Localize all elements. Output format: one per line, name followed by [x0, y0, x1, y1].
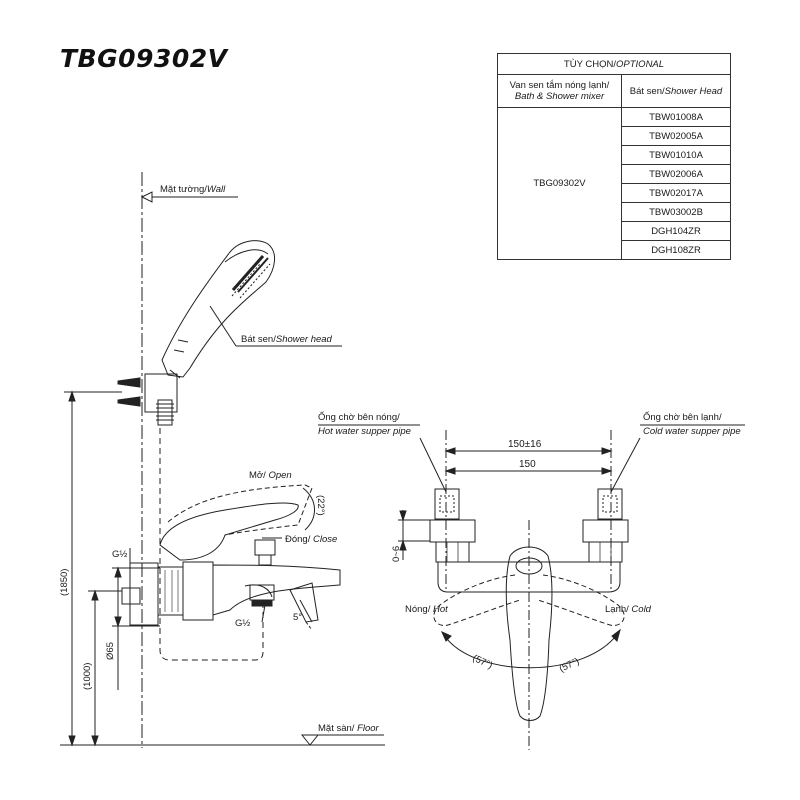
hot-pipe-label-en: Hot water supper pipe	[318, 426, 411, 437]
cold-pipe-label-en: Cold water supper pipe	[643, 426, 741, 437]
wall-screw-icon	[117, 377, 141, 407]
dim-65-label: Ø65	[105, 642, 116, 660]
arrow-icon	[444, 447, 456, 455]
wall-label: Mặt tường/Wall	[160, 184, 226, 195]
handle-hot-position	[433, 574, 521, 626]
cold-pipe-leader	[610, 437, 641, 493]
hot-hex-nut	[435, 541, 470, 563]
options-table: TÙY CHỌN/OPTIONAL Van sen tắm nóng lạnh/…	[497, 53, 731, 260]
handle-closed	[159, 502, 299, 561]
arrow-icon	[91, 735, 99, 747]
dim-1000-label: (1000)	[82, 663, 93, 690]
handle-front-closed	[505, 546, 553, 721]
arrow-icon	[114, 566, 122, 578]
arrow-icon	[68, 735, 76, 747]
cold-escutcheon	[582, 519, 629, 543]
hot-pipe-inner	[439, 495, 455, 513]
angle-right-label: (57°)	[558, 656, 581, 675]
wall-plate	[129, 562, 159, 626]
inlet-nut	[121, 587, 141, 605]
cold-label: Lạnh/ Cold	[605, 604, 652, 615]
arrow-icon	[91, 589, 99, 601]
shower-head-label: Bát sen/Shower head	[241, 334, 333, 345]
arrow-icon	[399, 539, 407, 551]
hot-pipe-nut	[434, 488, 460, 520]
dim-1850-label: (1850)	[59, 569, 70, 596]
dim-150-label: 150	[519, 459, 536, 470]
spout-angle-line	[299, 599, 313, 623]
hand-shower	[161, 240, 275, 379]
cold-hex-nut	[588, 541, 623, 563]
rotation-arc	[441, 629, 621, 669]
shower-hose	[159, 428, 264, 661]
open-angle-arc	[302, 487, 315, 531]
dim-150-16-label: 150±16	[508, 439, 542, 450]
thread-bottom-label: G½	[235, 618, 250, 629]
dim-0-6-label: 0~6	[391, 546, 402, 562]
hose-thread	[156, 403, 174, 421]
arrow-icon	[441, 631, 452, 642]
hot-pipe-label: Ống chờ bên nóng/	[318, 411, 400, 423]
open-label: Mở/ Open	[249, 470, 292, 481]
arrow-icon	[114, 616, 122, 628]
column-mixer-header: Van sen tắm nóng lạnh/Bath & Shower mixe…	[497, 74, 622, 108]
arrow-icon	[444, 467, 456, 475]
hot-escutcheon	[429, 519, 476, 543]
floor-label: Mặt sàn/ Floor	[318, 723, 380, 734]
close-label: Đóng/ Close	[285, 534, 337, 545]
angle-left-label: (57°)	[471, 653, 494, 672]
arrow-icon	[611, 628, 621, 642]
open-angle-label: (22°)	[315, 495, 326, 516]
spout-angle-label: 5°	[293, 612, 302, 623]
arrow-icon	[399, 510, 407, 522]
hose-connector	[157, 399, 173, 426]
handle-cap	[515, 557, 543, 575]
mixer-model-cell: TBG09302V	[497, 107, 622, 260]
cold-pipe-nut	[597, 488, 623, 520]
mixer-body	[157, 539, 341, 631]
wall-arrow-icon	[140, 191, 153, 203]
option-cell: DGH108ZR	[621, 240, 731, 260]
g12-bottom-leader	[261, 604, 266, 623]
arrow-icon	[601, 447, 613, 455]
model-title: TBG09302V	[60, 44, 228, 73]
handle-open	[167, 484, 313, 536]
thread-top-label: G½	[112, 549, 127, 560]
cold-pipe-label: Ống chờ bên lạnh/	[643, 411, 722, 423]
floor-marker-icon	[300, 734, 320, 746]
cold-pipe-inner	[602, 495, 618, 513]
handle-cold-position	[537, 574, 625, 626]
arrow-icon	[601, 467, 613, 475]
hot-pipe-leader	[419, 437, 447, 493]
shower-head-leader	[209, 305, 237, 347]
mixer-front-body	[437, 561, 621, 593]
arrow-icon	[68, 390, 76, 402]
hot-label: Nóng/ Hot	[405, 604, 448, 615]
